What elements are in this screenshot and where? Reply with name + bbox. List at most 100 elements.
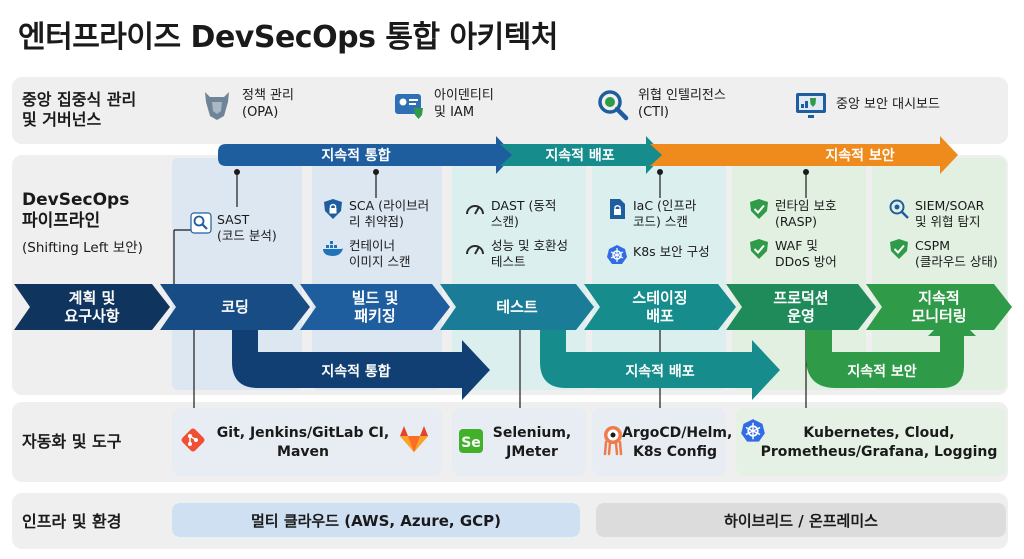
tool-text-ci: Git, Jenkins/GitLab CI, Maven — [216, 425, 390, 460]
feature-rasp: 런타임 보호 (RASP) — [748, 198, 836, 231]
connector-dot — [373, 169, 379, 175]
infra-multi-cloud: 멀티 클라우드 (AWS, Azure, GCP) — [172, 503, 580, 537]
feature-cspm: CSPM (클라우드 상태) — [888, 238, 998, 271]
shield-check-icon — [750, 199, 768, 219]
bottom-arrow-label-cd: 지속적 배포 — [625, 363, 694, 380]
stage-chevron-production — [726, 284, 876, 330]
page-title: 엔터프라이즈 DevSecOps 통합 아키텍처 — [18, 20, 558, 55]
governance-item-iam: 아이덴티티 및 IAM — [392, 88, 494, 122]
pipeline-row-label: DevSecOps 파이프라인 — [22, 190, 130, 232]
pipeline-row-sublabel: (Shifting Left 보안) — [22, 240, 143, 256]
stage-label-planning: 계획 및 요구사항 — [64, 289, 120, 325]
selenium-icon: Se — [459, 429, 483, 453]
connector-dot — [234, 169, 240, 175]
bottom-arrow-label-ci: 지속적 통합 — [321, 363, 390, 380]
feature-container-scan: 컨테이너 이미지 스캔 — [322, 238, 410, 271]
top-arrow-label-ci: 지속적 통합 — [321, 147, 390, 164]
column-bg-monitoring — [872, 158, 1006, 390]
connector-dot — [657, 169, 663, 175]
feature-label: SAST (코드 분석) — [217, 212, 277, 244]
bottom-arrow-cs — [806, 312, 976, 388]
stage-chevron-staging — [584, 284, 736, 330]
git-icon — [181, 428, 205, 452]
search-code-icon — [190, 212, 212, 234]
governance-item-cti: 위협 인텔리전스 (CTI) — [596, 88, 726, 122]
feature-label: SCA (라이브러 리 취약점) — [349, 198, 430, 230]
top-arrow-ci — [218, 136, 514, 174]
top-arrow-cs — [650, 136, 958, 174]
infra-hybrid: 하이브리드 / 온프레미스 — [596, 503, 1006, 537]
infra-row-label: 인프라 및 환경 — [22, 512, 122, 531]
gitlab-icon — [400, 426, 428, 452]
opa-shield-icon — [205, 92, 229, 120]
svg-text:Se: Se — [461, 435, 481, 451]
feature-siem: SIEM/SOAR 및 위협 탐지 — [888, 198, 984, 231]
governance-row-label: 중앙 집중식 관리 및 거버넌스 — [22, 90, 137, 129]
stage-chevron-monitoring — [866, 284, 1012, 330]
feature-label: IaC (인프라 코드) 스캔 — [633, 198, 697, 230]
feature-iac-scan: IaC (인프라 코드) 스캔 — [606, 198, 696, 231]
feature-label: 런타임 보호 (RASP) — [775, 198, 837, 230]
kubernetes-icon — [741, 419, 765, 442]
tool-box-ci — [172, 408, 442, 476]
feature-sca: SCA (라이브러 리 취약점) — [322, 198, 429, 231]
bottom-arrow-cd — [540, 318, 780, 400]
shield-check-icon — [750, 239, 768, 259]
feature-label: SIEM/SOAR 및 위협 탐지 — [915, 198, 985, 230]
stage-label-build: 빌드 및 패키징 — [351, 289, 399, 325]
tool-text-cd: ArgoCD/Helm, K8s Config — [622, 425, 733, 460]
feature-waf: WAF 및 DDoS 방어 — [748, 238, 837, 271]
governance-item-label: 위협 인텔리전스 (CTI) — [638, 88, 726, 120]
tools-row-label: 자동화 및 도구 — [22, 432, 122, 451]
governance-band — [12, 77, 1008, 144]
stage-chevron-coding — [160, 284, 310, 330]
dashboard-monitor-icon — [796, 93, 826, 118]
top-arrow-label-cd: 지속적 배포 — [545, 147, 614, 164]
file-lock-icon — [610, 199, 625, 219]
kubernetes-icon — [607, 245, 627, 264]
stage-chevron-test — [440, 284, 594, 330]
governance-item-label: 중앙 보안 대시보드 — [836, 96, 940, 112]
stage-label-staging: 스테이징 배포 — [632, 289, 688, 325]
governance-item-opa: 정책 관리 (OPA) — [200, 88, 294, 122]
feature-performance-test: 성능 및 호환성 테스트 — [464, 238, 568, 271]
feature-label: DAST (동적 스캔) — [491, 198, 557, 230]
tool-text-test: Selenium, JMeter — [492, 425, 572, 460]
bottom-arrow-label-cs: 지속적 보안 — [847, 363, 916, 380]
stage-label-coding: 코딩 — [221, 298, 249, 316]
feature-sast: SAST (코드 분석) — [190, 212, 277, 245]
feature-label: K8s 보안 구성 — [633, 244, 710, 259]
governance-item-label: 정책 관리 (OPA) — [242, 88, 294, 120]
feature-dast: DAST (동적 스캔) — [464, 198, 556, 231]
feature-label: CSPM (클라우드 상태) — [915, 238, 998, 270]
governance-item-dashboard: 중앙 보안 대시보드 — [794, 88, 940, 122]
docker-icon — [323, 241, 343, 256]
stage-chevron-planning — [14, 284, 170, 330]
magnifier-icon — [598, 90, 629, 121]
feature-label: 컨테이너 이미지 스캔 — [349, 238, 411, 270]
stage-label-production: 프로덕션 운영 — [773, 289, 829, 325]
shield-check-icon — [890, 239, 908, 259]
gauge-icon — [466, 245, 484, 255]
id-card-icon — [395, 94, 423, 119]
stage-chevron-build — [300, 284, 450, 330]
feature-label: WAF 및 DDoS 방어 — [775, 238, 837, 270]
governance-item-label: 아이덴티티 및 IAM — [434, 88, 494, 120]
gauge-icon — [466, 205, 484, 215]
feature-k8s-config: K8s 보안 구성 — [606, 244, 710, 266]
shield-lock-icon — [324, 199, 342, 219]
column-bg-staging — [592, 158, 726, 390]
stage-label-monitoring: 지속적 모니터링 — [911, 289, 967, 325]
argo-icon — [603, 426, 623, 456]
top-arrow-label-cs: 지속적 보안 — [825, 147, 894, 164]
settings-search-icon — [889, 199, 909, 219]
bottom-arrow-ci — [232, 318, 490, 400]
connector-dot — [803, 169, 809, 175]
feature-label: 성능 및 호환성 테스트 — [491, 238, 568, 270]
column-bg-build — [312, 158, 442, 390]
tool-text-ops: Kubernetes, Cloud, Prometheus/Grafana, L… — [760, 425, 998, 460]
tool-box-ops — [736, 408, 1006, 476]
top-arrow-cd — [500, 136, 664, 174]
stage-label-test: 테스트 — [496, 298, 538, 316]
